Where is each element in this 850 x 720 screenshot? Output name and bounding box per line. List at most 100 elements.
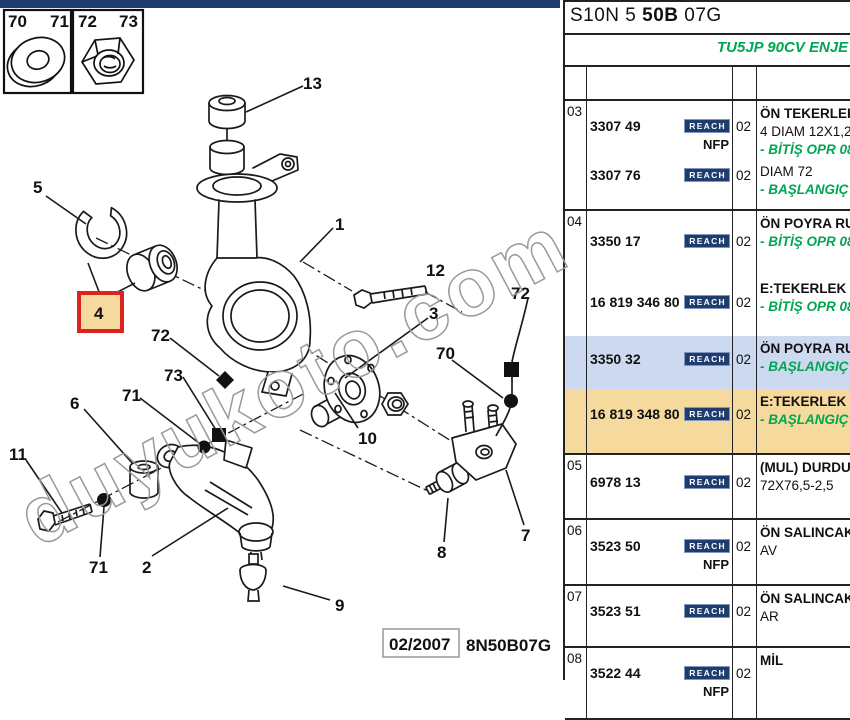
desc-title: MİL: [760, 653, 784, 668]
part-number[interactable]: 3307 76: [590, 167, 641, 183]
desc-title: ÖN TEKERLEK: [760, 106, 850, 121]
part-label-4-highlighted[interactable]: 4: [94, 304, 104, 323]
part-label-8[interactable]: 8: [437, 543, 446, 562]
row-index: 04: [565, 211, 587, 276]
table-row: 06 3523 50 REACH NFP 02 ÖN SALINCAK AV: [565, 520, 850, 586]
part-number[interactable]: 16 819 346 80: [590, 294, 680, 310]
row-index: 08: [565, 648, 587, 718]
part-entry[interactable]: 05 6978 13 REACH 02 (MUL) DURDUR 72X76,5…: [565, 455, 850, 518]
bracket-drawing: [451, 400, 517, 481]
exploded-diagram: 70 71 72 73 13 5 1 12 3 72 70 4 72 73 71…: [2, 8, 551, 658]
inset-label-71[interactable]: 71: [50, 12, 69, 31]
desc-line: 72X76,5-2,5: [760, 478, 834, 493]
part-number[interactable]: 3522 44: [590, 665, 641, 681]
reach-badge[interactable]: REACH: [684, 294, 730, 310]
header-idx-cell: [565, 67, 587, 99]
header-qty-cell: [733, 67, 757, 99]
reach-badge[interactable]: REACH: [684, 665, 730, 681]
part-label-1[interactable]: 1: [335, 215, 344, 234]
snap-ring-drawing: [75, 206, 128, 260]
washer-drawing: [6, 36, 66, 88]
desc-title: E:TEKERLEK R: [760, 281, 850, 296]
desc-title: E:TEKERLEK R: [760, 394, 850, 409]
row-index-spacer: [565, 336, 587, 389]
row-index: 03: [565, 101, 587, 159]
bearing-drawing: [126, 244, 178, 292]
part-label-11[interactable]: 11: [9, 445, 27, 464]
part-number[interactable]: 3350 32: [590, 351, 641, 367]
part-entry[interactable]: 06 3523 50 REACH NFP 02 ÖN SALINCAK AV: [565, 520, 850, 584]
ball-stud-drawing: [239, 553, 267, 602]
desc-title: (MUL) DURDUR: [760, 460, 850, 475]
inset-label-73[interactable]: 73: [119, 12, 138, 31]
reach-badge[interactable]: REACH: [684, 406, 730, 422]
table-row: 08 3522 44 REACH NFP 02 MİL: [565, 648, 850, 720]
reach-badge[interactable]: REACH: [684, 603, 730, 619]
reach-badge[interactable]: REACH: [684, 167, 730, 183]
description-cell: ÖN POYRA RU - BİTİŞ OPR 08: [757, 211, 850, 276]
desc-note: - BİTİŞ OPR 08: [760, 299, 850, 314]
part-label-72-right[interactable]: 72: [511, 284, 530, 303]
part-entry[interactable]: 03 3307 49 REACH NFP 02 ÖN TEKERLEK 4 DI…: [565, 101, 850, 159]
part-label-71-bottom[interactable]: 71: [89, 558, 108, 577]
part-label-12[interactable]: 12: [426, 261, 445, 280]
title-suffix: 07G: [678, 5, 722, 26]
part-label-2[interactable]: 2: [142, 558, 151, 577]
table-row: 07 3523 51 REACH 02 ÖN SALINCAK AR: [565, 586, 850, 648]
bolt-11-drawing: [37, 503, 93, 532]
top-navy-bar: [0, 0, 560, 8]
part-label-5[interactable]: 5: [33, 178, 42, 197]
inset-box: [2, 8, 145, 95]
inset-label-70[interactable]: 70: [8, 12, 27, 31]
reach-badge[interactable]: REACH: [684, 118, 730, 134]
desc-title: ÖN POYRA RU: [760, 341, 850, 356]
stamp-date: 02/2007: [389, 635, 450, 654]
part-entry[interactable]: 08 3522 44 REACH NFP 02 MİL: [565, 648, 850, 718]
part-entry-highlighted-blue[interactable]: 3350 32 REACH 02 ÖN POYRA RU - BAŞLANGIÇ…: [565, 336, 850, 389]
reach-badge[interactable]: REACH: [684, 233, 730, 249]
bolt-12-drawing: [353, 285, 428, 309]
desc-line: DIAM 72: [760, 164, 813, 179]
part-entry[interactable]: 3307 76 REACH 02 DIAM 72 - BAŞLANGIÇ O: [565, 159, 850, 209]
part-label-10[interactable]: 10: [358, 429, 377, 448]
reach-badge[interactable]: REACH: [684, 474, 730, 490]
part-number[interactable]: 3307 49: [590, 118, 641, 134]
part-number[interactable]: 3350 17: [590, 233, 641, 249]
desc-note: - BAŞLANGIÇ O: [760, 359, 850, 374]
part-label-73[interactable]: 73: [164, 366, 183, 385]
part-number[interactable]: 6978 13: [590, 474, 641, 490]
inset-label-72[interactable]: 72: [78, 12, 97, 31]
part-label-7[interactable]: 7: [521, 526, 530, 545]
part-label-71-left[interactable]: 71: [122, 386, 141, 405]
part-label-6[interactable]: 6: [70, 394, 79, 413]
part-label-70[interactable]: 70: [436, 344, 455, 363]
quantity: 02: [733, 276, 757, 336]
part-number[interactable]: 3523 50: [590, 538, 641, 554]
part-label-9[interactable]: 9: [335, 596, 344, 615]
parts-table-panel: S10N 5 50B 07G TU5JP 90CV ENJE 03 3307 4…: [563, 0, 850, 720]
fastener-markers: [97, 371, 234, 507]
reach-badge[interactable]: REACH: [684, 351, 730, 367]
part-label-13[interactable]: 13: [303, 74, 322, 93]
bushing-drawing: [129, 460, 159, 499]
quantity: 02: [733, 101, 757, 159]
part-label-3[interactable]: 3: [429, 304, 438, 323]
desc-note: - BİTİŞ OPR 08: [760, 142, 850, 157]
part-entry[interactable]: 16 819 346 80 REACH 02 E:TEKERLEK R - Bİ…: [565, 276, 850, 336]
part-number[interactable]: 3523 51: [590, 603, 641, 619]
hub-nut-drawing: [381, 392, 410, 416]
highlighted-part-box[interactable]: [77, 291, 124, 333]
description-cell: MİL: [757, 648, 850, 718]
part-label-72-left[interactable]: 72: [151, 326, 170, 345]
row-index: 05: [565, 455, 587, 518]
quantity: 02: [733, 211, 757, 276]
part-entry[interactable]: 07 3523 51 REACH 02 ÖN SALINCAK AR: [565, 586, 850, 646]
part-entry-highlighted-orange[interactable]: 16 819 348 80 REACH 02 E:TEKERLEK R - BA…: [565, 389, 850, 453]
description-cell: DIAM 72 - BAŞLANGIÇ O: [757, 159, 850, 209]
desc-note: - BİTİŞ OPR 08: [760, 234, 850, 249]
part-entry[interactable]: 04 3350 17 REACH 02 ÖN POYRA RU - BİTİŞ …: [565, 211, 850, 276]
part-number[interactable]: 16 819 348 80: [590, 406, 680, 422]
row-index-spacer: [565, 389, 587, 453]
reach-badge[interactable]: REACH: [684, 538, 730, 554]
strut-knuckle-drawing: [196, 94, 312, 397]
